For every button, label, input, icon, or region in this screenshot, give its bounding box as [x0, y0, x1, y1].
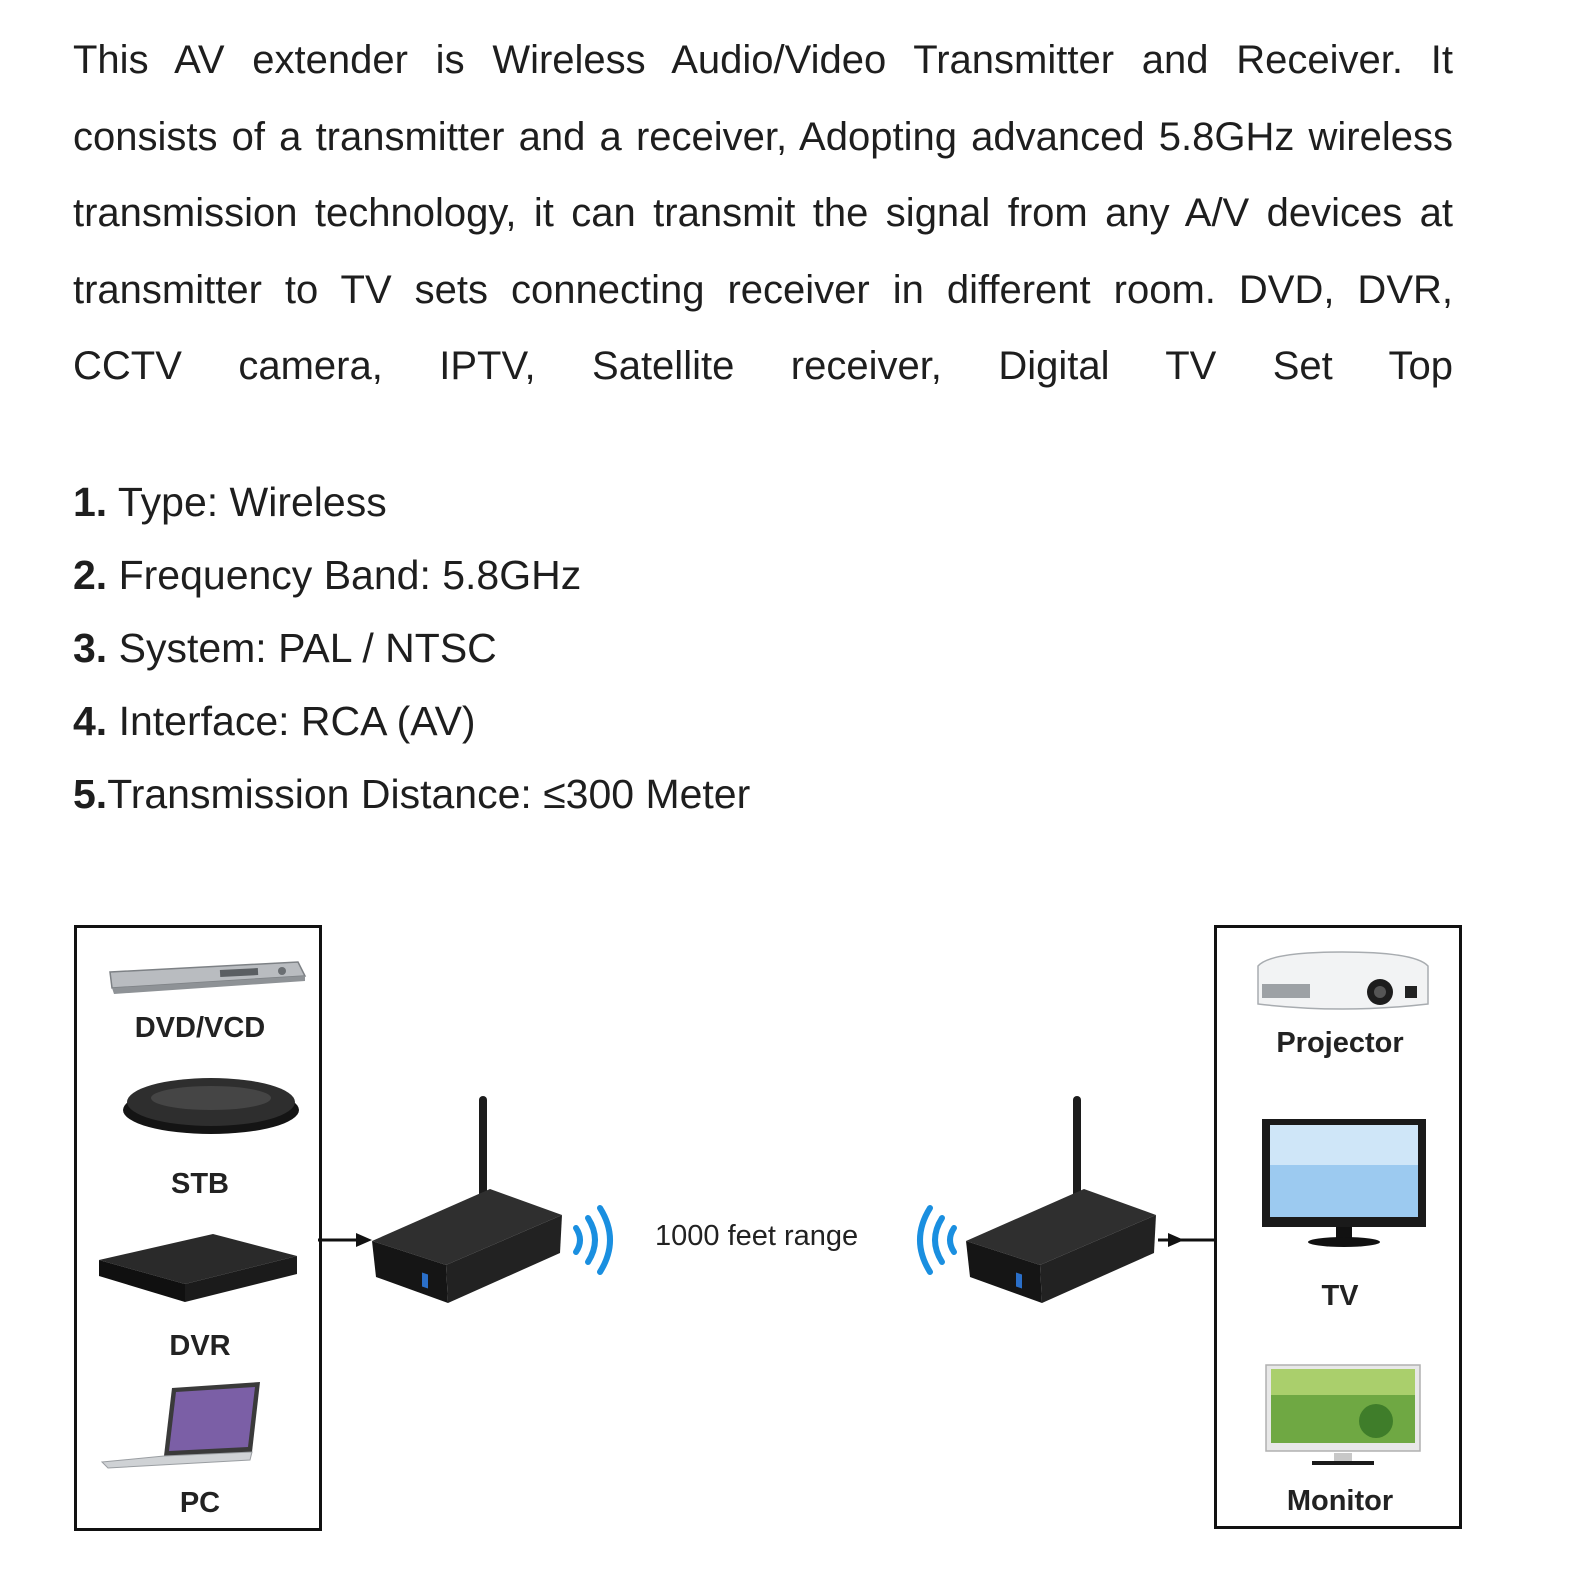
spec-text: Interface: RCA (AV): [107, 698, 476, 744]
spec-item: 4. Interface: RCA (AV): [73, 685, 750, 758]
receiver-unit-image: [966, 1096, 1156, 1303]
laptop-image: [100, 1382, 260, 1469]
source-label-dvd-vcd: DVD/VCD: [134, 1012, 266, 1044]
output-label-tv: TV: [1321, 1280, 1359, 1312]
spec-text: Transmission Distance: ≤300 Meter: [107, 771, 751, 817]
spec-number: 5.: [73, 771, 108, 817]
spec-number: 1.: [73, 479, 108, 525]
wifi-signal-in-icon: [917, 1205, 957, 1275]
output-arrow: [1158, 1233, 1214, 1247]
spec-number: 2.: [73, 552, 108, 598]
source-label-pc: PC: [179, 1487, 221, 1519]
set-top-box-image: [123, 1078, 299, 1134]
range-label: 1000 feet range: [655, 1220, 859, 1252]
dvd-player-image: [109, 961, 307, 994]
source-label-stb: STB: [171, 1168, 229, 1200]
spec-item: 2. Frequency Band: 5.8GHz: [73, 539, 750, 612]
spec-text: Type: Wireless: [107, 479, 387, 525]
spec-list: 1. Type: Wireless 2. Frequency Band: 5.8…: [73, 466, 750, 831]
intro-paragraph: This AV extender is Wireless Audio/Video…: [73, 38, 1453, 388]
spec-text: Frequency Band: 5.8GHz: [107, 552, 582, 598]
projector-image: [1257, 951, 1429, 1010]
spec-number: 3.: [73, 625, 108, 671]
wifi-signal-out-icon: [573, 1205, 613, 1275]
monitor-image: [1265, 1364, 1421, 1465]
input-arrow: [318, 1233, 372, 1247]
transmitter-unit-image: [372, 1096, 562, 1303]
dvr-image: [99, 1234, 297, 1302]
spec-item: 1. Type: Wireless: [73, 466, 750, 539]
spec-item: 3. System: PAL / NTSC: [73, 612, 750, 685]
source-label-dvr: DVR: [169, 1330, 231, 1362]
spec-number: 4.: [73, 698, 108, 744]
spec-text: System: PAL / NTSC: [107, 625, 497, 671]
output-label-monitor: Monitor: [1286, 1485, 1394, 1517]
tv-image: [1262, 1119, 1426, 1247]
spec-item: 5.Transmission Distance: ≤300 Meter: [73, 758, 750, 831]
output-label-projector: Projector: [1276, 1027, 1404, 1059]
